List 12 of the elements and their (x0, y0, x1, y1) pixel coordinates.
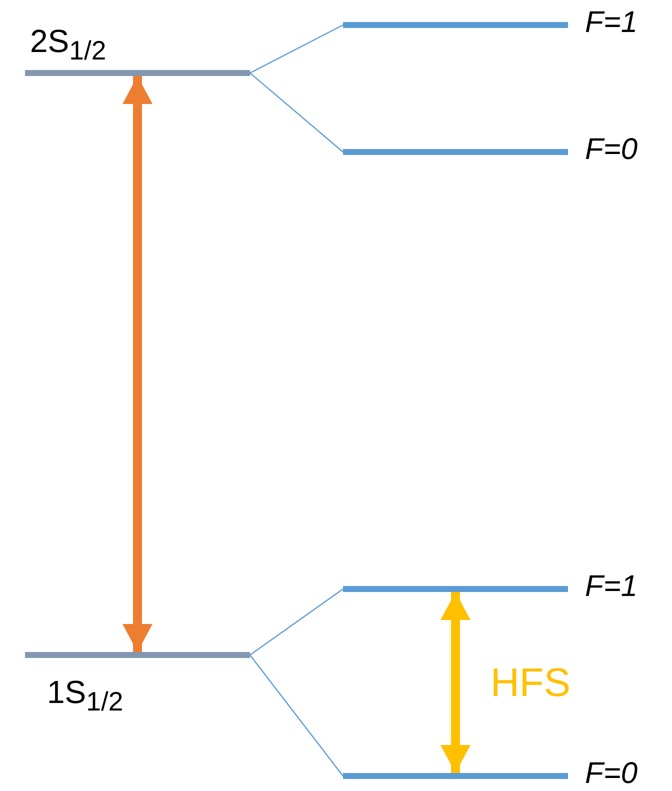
level-label: 2S$_{1/2}$ (30, 25, 106, 64)
double-arrow (440, 592, 470, 773)
level-label: F=0 (585, 759, 638, 789)
level-label: 1S$_{1/2}$ (47, 676, 124, 716)
splitting-line (250, 654, 344, 776)
splitting-line (250, 24, 344, 74)
level-label: F=1 (585, 8, 638, 38)
splitting-line (250, 588, 344, 656)
level-label: F=1 (585, 572, 638, 602)
level-label: F=0 (585, 135, 638, 165)
double-arrow (122, 76, 152, 652)
splitting-line (250, 72, 344, 152)
